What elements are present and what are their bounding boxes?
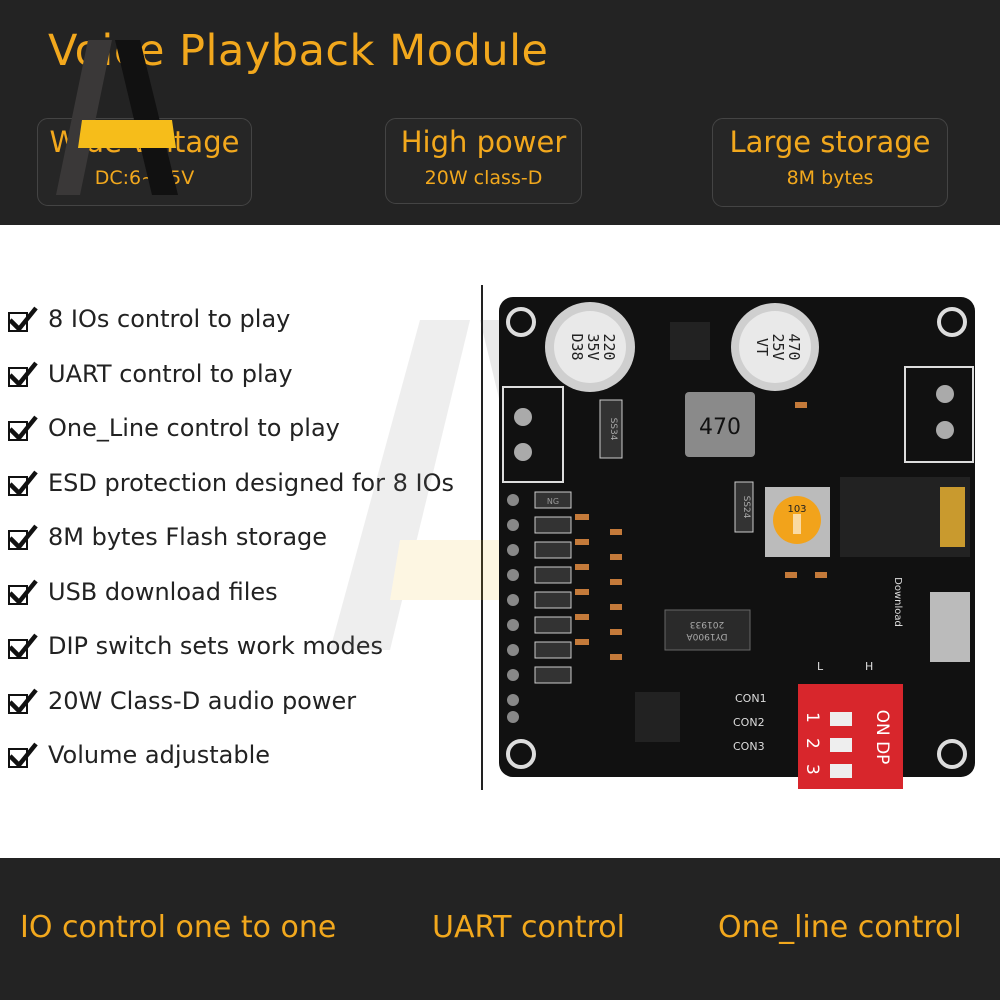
- feature-item: ESD protection designed for 8 IOs: [8, 456, 454, 511]
- header-banner: Voice Playback Module Wide voltage DC:6~…: [0, 0, 1000, 225]
- svg-text:CON2: CON2: [733, 716, 765, 729]
- level-high-label: H: [865, 660, 873, 673]
- footer-banner: IO control one to one UART control One_l…: [0, 858, 1000, 1000]
- inductor: 470: [685, 392, 755, 457]
- feature-item: 20W Class-D audio power: [8, 674, 454, 729]
- capacitor-220uf: 22035VD38: [545, 302, 635, 392]
- mode-uart-control: UART control: [432, 910, 625, 945]
- checkmark-icon: [8, 688, 38, 714]
- flash-chip: [635, 692, 680, 742]
- svg-text:ON DP: ON DP: [872, 710, 892, 765]
- pcb-board-image: 22035VD38 47025VVT 470 SS34 SS24 103: [499, 297, 975, 789]
- card-heading: High power: [400, 125, 567, 159]
- feature-item: UART control to play: [8, 347, 454, 402]
- feature-card-power: High power 20W class-D: [385, 118, 582, 204]
- con-labels: CON1 CON2 CON3: [733, 692, 767, 753]
- svg-text:DY1900A201933: DY1900A201933: [686, 619, 728, 641]
- checkmark-icon: [8, 470, 38, 496]
- feature-card-voltage: Wide voltage DC:6~35V: [37, 118, 252, 206]
- feature-text: 8M bytes Flash storage: [48, 523, 328, 552]
- tvs-label: NG: [547, 497, 559, 506]
- checkmark-icon: [8, 579, 38, 605]
- checkmark-icon: [8, 415, 38, 442]
- feature-text: UART control to play: [48, 359, 293, 388]
- card-heading: Large storage: [729, 125, 931, 159]
- divider: [481, 285, 483, 790]
- feature-text: 8 IOs control to play: [48, 305, 291, 334]
- svg-text:22035VD38: 22035VD38: [568, 333, 618, 360]
- card-sub: 8M bytes: [786, 167, 874, 189]
- volume-potentiometer[interactable]: 103: [765, 487, 830, 557]
- usb-port[interactable]: [930, 592, 970, 662]
- smd-components: [575, 402, 827, 660]
- checkmark-icon: [8, 633, 38, 660]
- feature-text: ESD protection designed for 8 IOs: [48, 468, 454, 497]
- level-low-label: L: [817, 660, 824, 673]
- capacitor-470uf: 47025VVT: [731, 303, 819, 391]
- checkmark-icon: [8, 524, 38, 551]
- svg-text:47025VVT: 47025VVT: [753, 333, 803, 360]
- mount-holes: [506, 307, 967, 769]
- checkmark-icon: [8, 361, 38, 387]
- feature-item: 8M bytes Flash storage: [8, 510, 454, 565]
- card-sub: DC:6~35V: [94, 167, 195, 189]
- card-sub: 20W class-D: [424, 167, 543, 189]
- svg-text:CON1: CON1: [735, 692, 767, 705]
- checkmark-icon: [8, 742, 38, 769]
- audio-jack-contact: [940, 487, 965, 547]
- power-terminal: [904, 366, 974, 463]
- svg-text:CON3: CON3: [733, 740, 765, 753]
- svg-text:SS24: SS24: [741, 496, 751, 519]
- feature-item: One_Line control to play: [8, 401, 454, 456]
- feature-text: 20W Class-D audio power: [48, 686, 357, 715]
- feature-item: 8 IOs control to play: [8, 292, 454, 347]
- speaker-terminal: [502, 386, 564, 483]
- svg-text:1: 1: [802, 712, 822, 723]
- svg-text:103: 103: [787, 504, 806, 515]
- mode-io-control: IO control one to one: [20, 910, 337, 945]
- feature-item: Volume adjustable: [8, 728, 454, 783]
- dip-switch[interactable]: ON DP 1 2 3: [798, 684, 903, 789]
- ic-regulator: [670, 322, 710, 360]
- card-heading: Wide voltage: [49, 125, 240, 159]
- page-title: Voice Playback Module: [48, 26, 549, 76]
- feature-text: Volume adjustable: [48, 741, 270, 770]
- feature-text: USB download files: [48, 577, 278, 606]
- svg-text:470: 470: [699, 415, 741, 440]
- feature-item: USB download files: [8, 565, 454, 620]
- diode-ss24: SS24: [734, 481, 754, 533]
- svg-text:SS34: SS34: [608, 418, 618, 441]
- feature-item: DIP switch sets work modes: [8, 619, 454, 674]
- svg-text:3: 3: [802, 764, 822, 775]
- tvs-diodes: [534, 491, 572, 684]
- feature-card-storage: Large storage 8M bytes: [712, 118, 948, 207]
- checkmark-icon: [8, 306, 38, 333]
- svg-text:2: 2: [802, 738, 822, 749]
- mode-one-line-control: One_line control: [718, 910, 962, 945]
- feature-text: DIP switch sets work modes: [48, 632, 383, 661]
- main-chip: DY1900A201933: [664, 609, 751, 651]
- download-label: Download: [892, 577, 903, 627]
- feature-text: One_Line control to play: [48, 414, 340, 443]
- diode-ss34: SS34: [599, 399, 623, 459]
- io-header-pins: [507, 494, 519, 723]
